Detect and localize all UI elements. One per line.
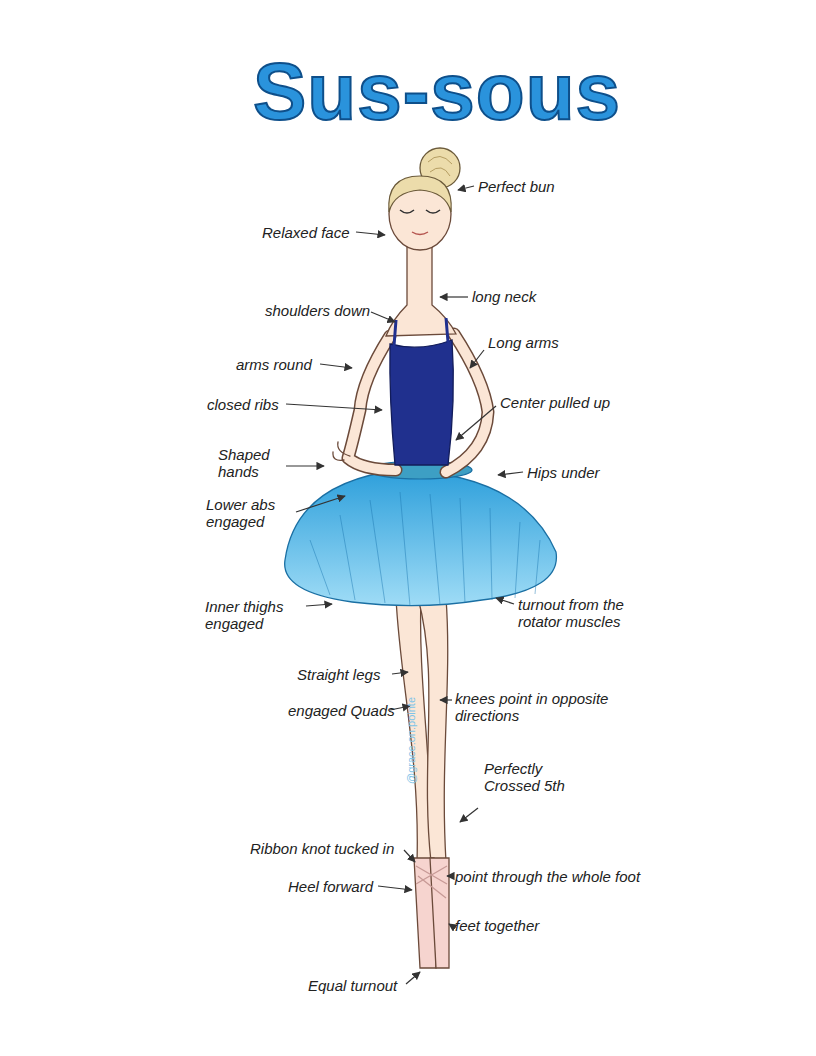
callout-label: Straight legs	[297, 666, 380, 683]
callout-label: feet together	[455, 917, 539, 934]
callout-label: point through the whole foot	[455, 868, 640, 885]
title: Sus-sous	[253, 46, 621, 138]
callout-label: Long arms	[488, 334, 559, 351]
callout-label: Perfect bun	[478, 178, 555, 195]
callout-label: Shaped hands	[218, 446, 284, 480]
arms	[333, 334, 488, 472]
callout-label: knees point in opposite directions	[455, 690, 620, 724]
callout-label: closed ribs	[207, 396, 279, 413]
callout-label: Perfectly Crossed 5th	[484, 760, 579, 794]
pointe-shoes	[414, 858, 449, 968]
callout-label: Relaxed face	[262, 224, 350, 241]
callout-label: Equal turnout	[308, 977, 397, 994]
callout-label: turnout from the rotator muscles	[518, 596, 668, 630]
callout-label: Ribbon knot tucked in	[250, 840, 394, 857]
legs	[396, 598, 448, 862]
watermark: @grace.on.pointe	[403, 697, 420, 784]
callout-label: Center pulled up	[500, 394, 610, 411]
callout-label: Lower abs engaged	[206, 496, 292, 530]
callout-label: Heel forward	[288, 878, 373, 895]
callout-label: Hips under	[527, 464, 600, 481]
callout-label: engaged Quads	[288, 702, 395, 719]
leotard	[390, 318, 453, 465]
callout-label: shoulders down	[265, 302, 370, 319]
tutu	[285, 461, 557, 606]
callout-label: arms round	[236, 356, 312, 373]
callout-label: Inner thighs engaged	[205, 598, 305, 632]
callout-label: long neck	[472, 288, 536, 305]
head	[389, 148, 460, 250]
